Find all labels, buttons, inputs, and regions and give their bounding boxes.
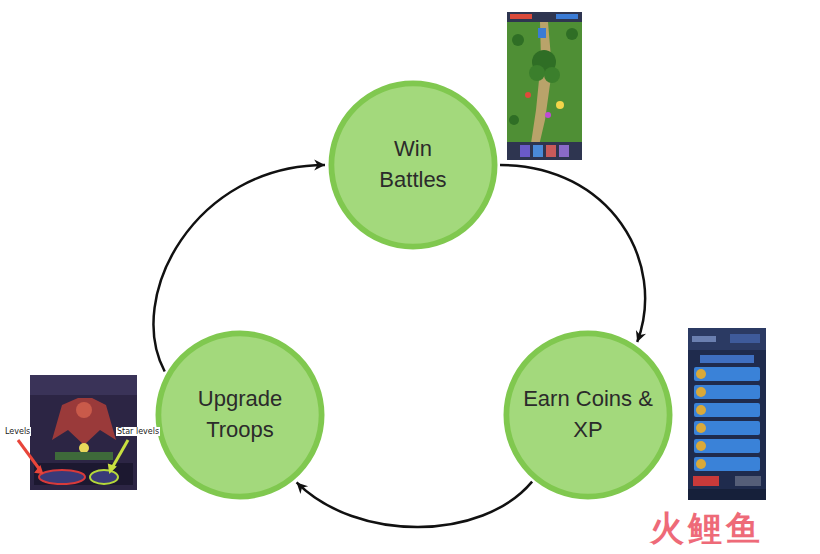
rewards-screenshot [688, 328, 766, 500]
watermark: 火鲤鱼 [650, 506, 764, 552]
circle-outline [503, 330, 673, 500]
node-label: Win Battles [363, 134, 463, 196]
node-label: Earn Coins & XP [518, 384, 658, 446]
process-circle: Upgrade Troops [155, 330, 325, 500]
process-circle: Win Battles [328, 80, 498, 250]
circle-outline [328, 80, 498, 250]
cycle-arrow [500, 165, 645, 342]
node-text-box: Upgrade Troops [185, 384, 295, 446]
node-text-box: Earn Coins & XP [518, 384, 658, 446]
circle-outline [155, 330, 325, 500]
process-circle: Earn Coins & XP [503, 330, 673, 500]
battle-screenshot [507, 12, 582, 160]
node-text-box: Win Battles [363, 134, 463, 196]
node-label: Upgrade Troops [185, 384, 295, 446]
callout-label: Levels [4, 427, 31, 436]
cycle-arrow [297, 482, 532, 527]
callout-label: Star levels [116, 427, 160, 436]
